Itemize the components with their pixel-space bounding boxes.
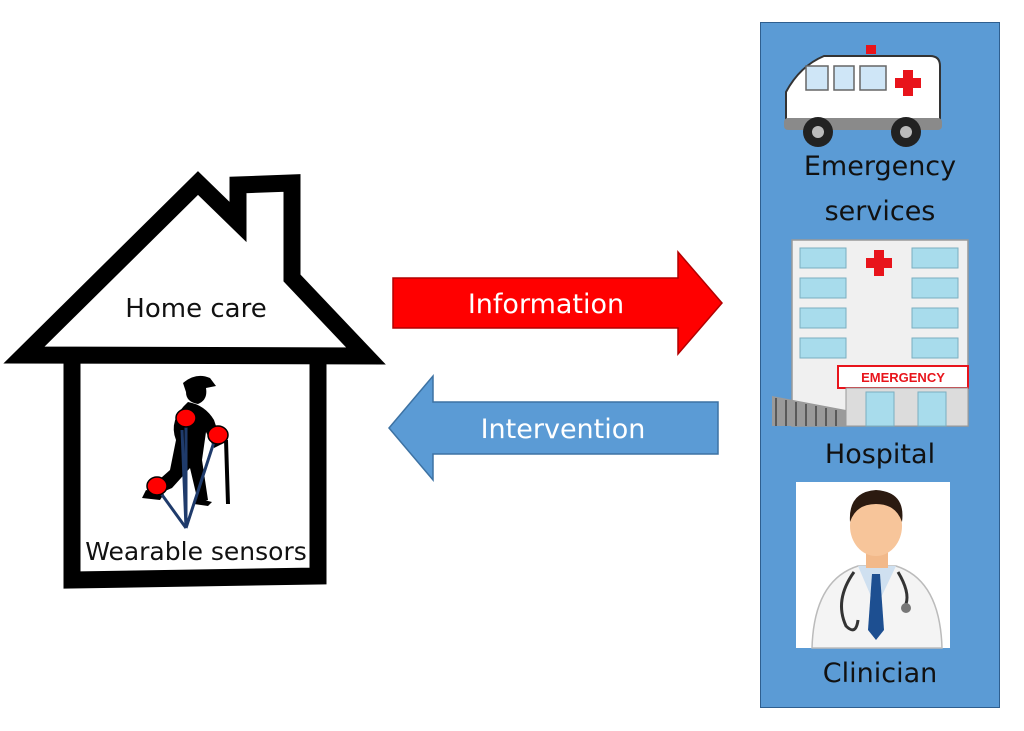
house-icon: [3, 171, 386, 589]
emergency-services-label-line2: services: [824, 196, 936, 227]
ambulance-icon: [784, 45, 942, 147]
doctor-icon: [796, 482, 950, 649]
information-arrow: Information: [392, 249, 723, 357]
sensor-dot: [207, 425, 229, 445]
sensor-dot: [175, 408, 197, 428]
emergency-sign-text: EMERGENCY: [861, 370, 945, 385]
clinician-label: Clinician: [822, 658, 938, 689]
wearable-sensors-label: Wearable sensors: [85, 537, 307, 566]
intervention-label: Intervention: [481, 414, 646, 445]
sensor-dot: [146, 476, 168, 496]
wearable-sensors-icon: [146, 408, 229, 496]
intervention-arrow: Intervention: [388, 373, 719, 483]
home-care-label: Home care: [125, 294, 266, 324]
information-label: Information: [468, 289, 624, 320]
hospital-building-icon: EMERGENCY: [772, 239, 969, 427]
sensor-lines: [158, 426, 216, 529]
hospital-label: Hospital: [824, 439, 936, 470]
emergency-services-label-line1: Emergency: [803, 151, 957, 182]
